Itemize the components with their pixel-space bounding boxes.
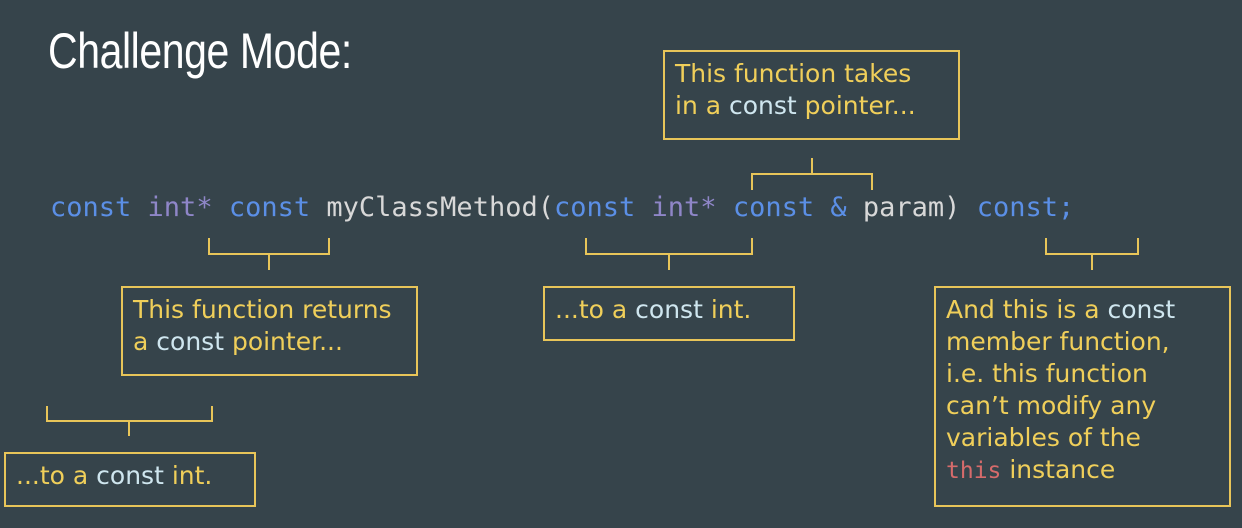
code-method-name: myClassMethod( bbox=[326, 192, 554, 223]
callout-line: in a const pointer... bbox=[675, 90, 948, 122]
callout-text: ...to a bbox=[16, 461, 97, 490]
callout-text: pointer... bbox=[796, 91, 916, 120]
callout-line: variables of the bbox=[946, 423, 1141, 452]
bracket-member bbox=[1045, 238, 1139, 270]
callout-text: int. bbox=[702, 295, 752, 324]
callout-line: member function, bbox=[946, 327, 1170, 356]
code-line: const int* const myClassMethod(const int… bbox=[50, 192, 1074, 223]
callout-text: And this is a bbox=[946, 295, 1108, 324]
callout-text: instance bbox=[1001, 455, 1116, 484]
callout-highlight: const bbox=[96, 461, 164, 490]
callout-text: ...to a bbox=[555, 295, 636, 324]
code-param-name: param) bbox=[862, 192, 961, 223]
code-const-return-pointee: const bbox=[50, 192, 132, 223]
code-const-param-pointer: const bbox=[732, 192, 815, 223]
bracket-return-pointer bbox=[208, 238, 330, 270]
callout-highlight: const bbox=[635, 295, 703, 324]
callout-line: This function takes bbox=[675, 58, 948, 90]
callout-text: int. bbox=[163, 461, 213, 490]
callout-line: a const pointer... bbox=[133, 326, 406, 358]
callout-line: i.e. this function bbox=[946, 359, 1148, 388]
callout-text: This function returns bbox=[133, 295, 392, 324]
bracket-param-pointee bbox=[585, 238, 753, 270]
callout-param-pointer: This function takes in a const pointer..… bbox=[663, 50, 960, 140]
callout-return-pointer: This function returns a const pointer... bbox=[121, 286, 418, 376]
code-const-param-pointee: const bbox=[553, 192, 636, 223]
code-int-param: int* bbox=[651, 192, 717, 223]
callout-text: This function takes bbox=[675, 59, 912, 88]
callout-param-int: ...to a const int. bbox=[543, 286, 795, 341]
callout-highlight: const bbox=[156, 327, 224, 356]
callout-return-int: ...to a const int. bbox=[4, 452, 256, 507]
slide-title: Challenge Mode: bbox=[48, 23, 352, 79]
callout-line: can’t modify any bbox=[946, 391, 1157, 420]
bracket-return-pointee bbox=[46, 406, 213, 436]
code-reference: & bbox=[830, 192, 847, 223]
callout-line: And this is a const bbox=[946, 294, 1219, 326]
code-int-return: int* bbox=[147, 192, 213, 223]
callout-line: this instance bbox=[946, 454, 1219, 487]
callout-highlight: const bbox=[1107, 295, 1176, 324]
callout-text: a bbox=[133, 327, 157, 356]
code-const-member: const; bbox=[976, 192, 1075, 223]
callout-text: in a bbox=[675, 91, 730, 120]
code-const-return-pointer: const bbox=[228, 192, 311, 223]
callout-member-function: And this is a const member function, i.e… bbox=[934, 286, 1231, 507]
callout-text: pointer... bbox=[224, 327, 343, 356]
this-keyword: this bbox=[946, 458, 1002, 484]
callout-highlight: const bbox=[729, 91, 797, 120]
bracket-param-pointer bbox=[751, 158, 873, 190]
callout-line: This function returns bbox=[133, 294, 406, 326]
